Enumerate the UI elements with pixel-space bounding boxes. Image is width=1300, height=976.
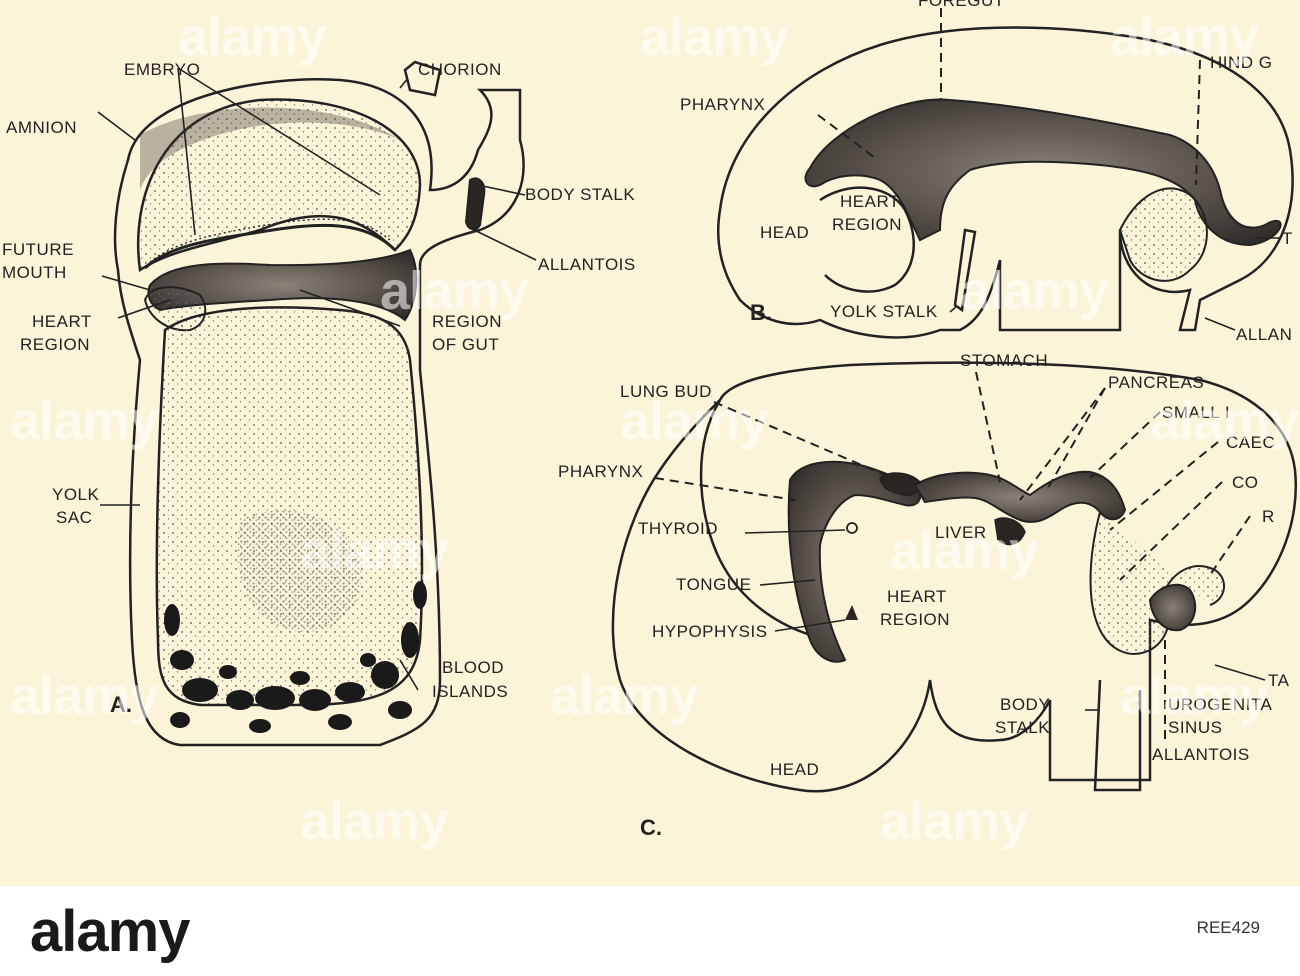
- label-yolk-sac-2: SAC: [56, 508, 92, 527]
- panel-a-outer-membrane: [113, 78, 525, 747]
- hindgut-loop-b: [1118, 187, 1208, 282]
- label-heart-region-a-2: REGION: [20, 335, 90, 354]
- label-tail-c: TA: [1268, 671, 1290, 690]
- label-chorion: CHORION: [418, 60, 502, 79]
- label-blood-islands-2: ISLANDS: [432, 682, 508, 701]
- alamy-logo[interactable]: alamy: [30, 899, 190, 964]
- label-lung-bud: LUNG BUD: [620, 382, 712, 401]
- heart-region-b: [819, 186, 915, 293]
- blood-islands: [164, 581, 427, 733]
- allantois-a: [464, 177, 486, 231]
- label-region-of-gut-2: OF GUT: [432, 335, 499, 354]
- label-urogenital-2: SINUS: [1168, 718, 1222, 737]
- label-amnion: AMNION: [6, 118, 77, 137]
- liver-c: [994, 517, 1026, 546]
- pharynx-c: [787, 460, 922, 663]
- label-heart-region-c-1: HEART: [887, 587, 947, 606]
- label-future-mouth-1: FUTURE: [2, 240, 74, 259]
- panel-c-outline: [611, 361, 1297, 793]
- body-stalk-c: [1093, 679, 1142, 792]
- panel-b-solid-leaders: [949, 237, 1280, 331]
- label-body-stalk-c-2: STALK: [995, 718, 1050, 737]
- head-c: [699, 399, 831, 642]
- label-yolk-stalk: YOLK STALK: [830, 302, 938, 321]
- cloaca-c: [1148, 583, 1197, 632]
- label-pharynx-c: PHARYNX: [558, 462, 643, 481]
- label-future-mouth-2: MOUTH: [2, 263, 67, 282]
- label-region-of-gut-1: REGION: [432, 312, 502, 331]
- label-urogenital-1: UROGENITA: [1168, 695, 1272, 714]
- label-pharynx-b: PHARYNX: [680, 95, 765, 114]
- panel-a-label: A.: [110, 692, 132, 717]
- yolk-sac-dense: [237, 510, 362, 632]
- label-body-stalk-c-1: BODY: [1000, 695, 1050, 714]
- label-embryo: EMBRYO: [124, 60, 200, 79]
- diagram-svg: EMBRYO CHORION AMNION BODY STALK FUTURE …: [2, 0, 1297, 840]
- lung-bud: [879, 472, 921, 496]
- label-head-b: HEAD: [760, 223, 809, 242]
- stomach-c: [913, 470, 1127, 523]
- yolk-sac: [155, 306, 424, 707]
- amnion-shadow: [140, 107, 400, 190]
- chorion-flap: [403, 60, 442, 97]
- label-yolk-sac-1: YOLK: [52, 485, 100, 504]
- label-heart-region-c-2: REGION: [880, 610, 950, 629]
- label-caecum: CAEC: [1226, 433, 1275, 452]
- embryo-disc: [143, 223, 397, 270]
- panel-c: STOMACH LUNG BUD PANCREAS SMALL I CAEC C…: [558, 351, 1297, 840]
- footer-bar: alamy REE429: [0, 886, 1300, 976]
- panel-b-outline: [716, 26, 1294, 339]
- label-thyroid: THYROID: [638, 519, 718, 538]
- label-liver: LIVER: [935, 523, 987, 542]
- panel-c-label: C.: [640, 815, 662, 840]
- label-hind-gut: HIND G: [1210, 53, 1273, 72]
- embryo-hatching: [149, 218, 393, 263]
- panel-a: EMBRYO CHORION AMNION BODY STALK FUTURE …: [2, 60, 636, 747]
- embryo-gut-diagram: EMBRYO CHORION AMNION BODY STALK FUTURE …: [2, 0, 1300, 851]
- hypophysis-c: [845, 605, 858, 620]
- thyroid-c: [846, 522, 858, 534]
- yolk-stalk-b: [953, 228, 977, 313]
- label-blood-islands-1: BLOOD: [442, 658, 504, 677]
- label-tail-b: T: [1282, 229, 1293, 248]
- label-pancreas: PANCREAS: [1108, 373, 1204, 392]
- panel-b: FOREGUT PHARYNX HIND G HEART REGION HEAD…: [680, 0, 1294, 344]
- label-small-intestine: SMALL I: [1162, 403, 1230, 422]
- intestine-loop-c: [1089, 511, 1225, 655]
- label-allantois-c: ALLANTOIS: [1152, 745, 1250, 764]
- panel-b-label: B.: [750, 300, 772, 325]
- panel-c-solid-leaders: [744, 529, 1266, 711]
- label-foregut: FOREGUT: [918, 0, 1005, 10]
- label-stomach: STOMACH: [960, 351, 1048, 370]
- panel-a-leaders: [97, 67, 537, 691]
- label-tongue: TONGUE: [676, 575, 751, 594]
- label-heart-region-a-1: HEART: [32, 312, 92, 331]
- panel-c-leaders: [654, 371, 1251, 740]
- label-hypophysis: HYPOPHYSIS: [652, 622, 768, 641]
- label-head-c: HEAD: [770, 760, 819, 779]
- label-colon: CO: [1232, 473, 1259, 492]
- label-heart-region-b-1: HEART: [840, 192, 900, 211]
- label-allantois-a: ALLANTOIS: [538, 255, 636, 274]
- label-rectum: R: [1262, 507, 1275, 526]
- image-id: REE429: [1196, 918, 1260, 937]
- label-heart-region-b-2: REGION: [832, 215, 902, 234]
- label-allantois-b: ALLAN: [1236, 325, 1292, 344]
- panel-b-leaders: [817, 8, 1201, 186]
- label-body-stalk: BODY STALK: [525, 185, 635, 204]
